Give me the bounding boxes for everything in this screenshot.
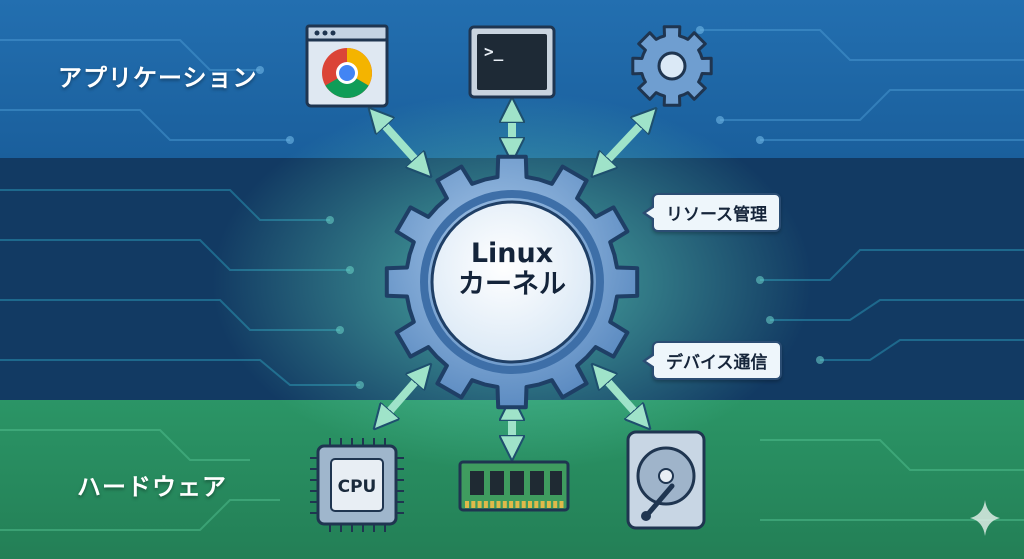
kernel-title: Linux カーネル [452, 238, 572, 300]
browser-icon [305, 24, 389, 108]
arrow-kernel-cpu [382, 373, 423, 420]
kernel-title-line2: カーネル [458, 269, 566, 301]
kernel-title-line1: Linux [470, 238, 554, 269]
memory-module-icon [458, 460, 570, 512]
hard-disk-icon [626, 430, 706, 530]
sparkle-icon [970, 500, 1000, 536]
circuit-traces-top [0, 29, 1024, 141]
callout-device-communication: デバイス通信 [642, 341, 782, 380]
cpu-chip-icon: CPU [310, 438, 404, 532]
callout-resource-management: リソース管理 [641, 193, 782, 232]
circuit-nodes-top [256, 26, 764, 144]
kernel-gear-ring [420, 190, 604, 374]
hardware-label: ハードウェア [77, 473, 227, 501]
kernel-gear-center [430, 200, 594, 364]
cpu-label-text: CPU [338, 477, 377, 497]
arrow-browser-kernel [377, 117, 423, 168]
terminal-prompt-text: >_ [484, 42, 504, 61]
applications-label: アプリケーション [58, 64, 258, 92]
settings-gear-icon [631, 25, 713, 107]
arrow-kernel-disk [600, 373, 642, 420]
terminal-icon: >_ [468, 25, 556, 99]
connection-arrows [377, 110, 648, 448]
arrow-settings-kernel [600, 117, 648, 168]
